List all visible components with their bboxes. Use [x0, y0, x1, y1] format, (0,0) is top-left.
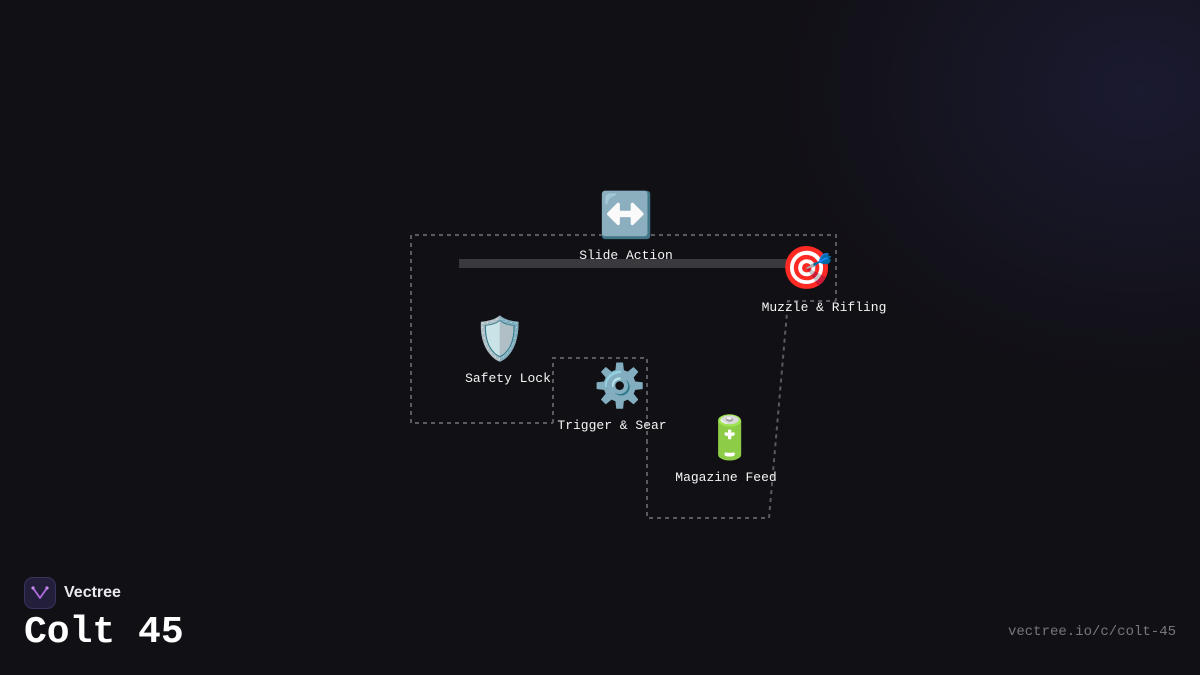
page-url[interactable]: vectree.io/c/colt-45	[1007, 624, 1176, 640]
vectree-logo-icon	[24, 577, 56, 609]
node-muzzle-rifling[interactable]: 🎯 Muzzle & Rifling	[734, 242, 914, 352]
node-label: Safety Lock	[465, 371, 551, 386]
node-label: Muzzle & Rifling	[761, 300, 887, 315]
node-label: Trigger & Sear	[557, 418, 667, 433]
shield-icon: 🛡️	[473, 314, 527, 363]
left-right-arrow-icon: ↔️	[598, 190, 654, 241]
link-magazine-muzzle	[768, 300, 836, 519]
node-label: Slide Action	[579, 248, 673, 263]
node-slide-action[interactable]: ↔️ Slide Action	[536, 190, 716, 300]
node-label: Magazine Feed	[675, 470, 777, 485]
page-title: Colt 45	[24, 611, 184, 654]
node-magazine-feed[interactable]: 🔋 Magazine Feed	[636, 412, 816, 522]
node-safety-lock[interactable]: 🛡️ Safety Lock	[418, 313, 598, 423]
gear-icon: ⚙️	[593, 361, 647, 410]
link-safety-trigger	[552, 357, 648, 440]
brand-name: Vectree	[64, 584, 121, 601]
battery-icon: 🔋	[703, 413, 757, 462]
target-icon: 🎯	[780, 243, 834, 292]
node-trigger-sear[interactable]: ⚙️ Trigger & Sear	[522, 360, 702, 470]
link-trigger-magazine	[646, 440, 769, 519]
link-slide-safety	[410, 234, 627, 424]
link-slide-muzzle-dashed	[627, 234, 837, 301]
link-slide-muzzle-solid	[459, 259, 819, 268]
brand[interactable]: Vectree	[24, 577, 121, 609]
